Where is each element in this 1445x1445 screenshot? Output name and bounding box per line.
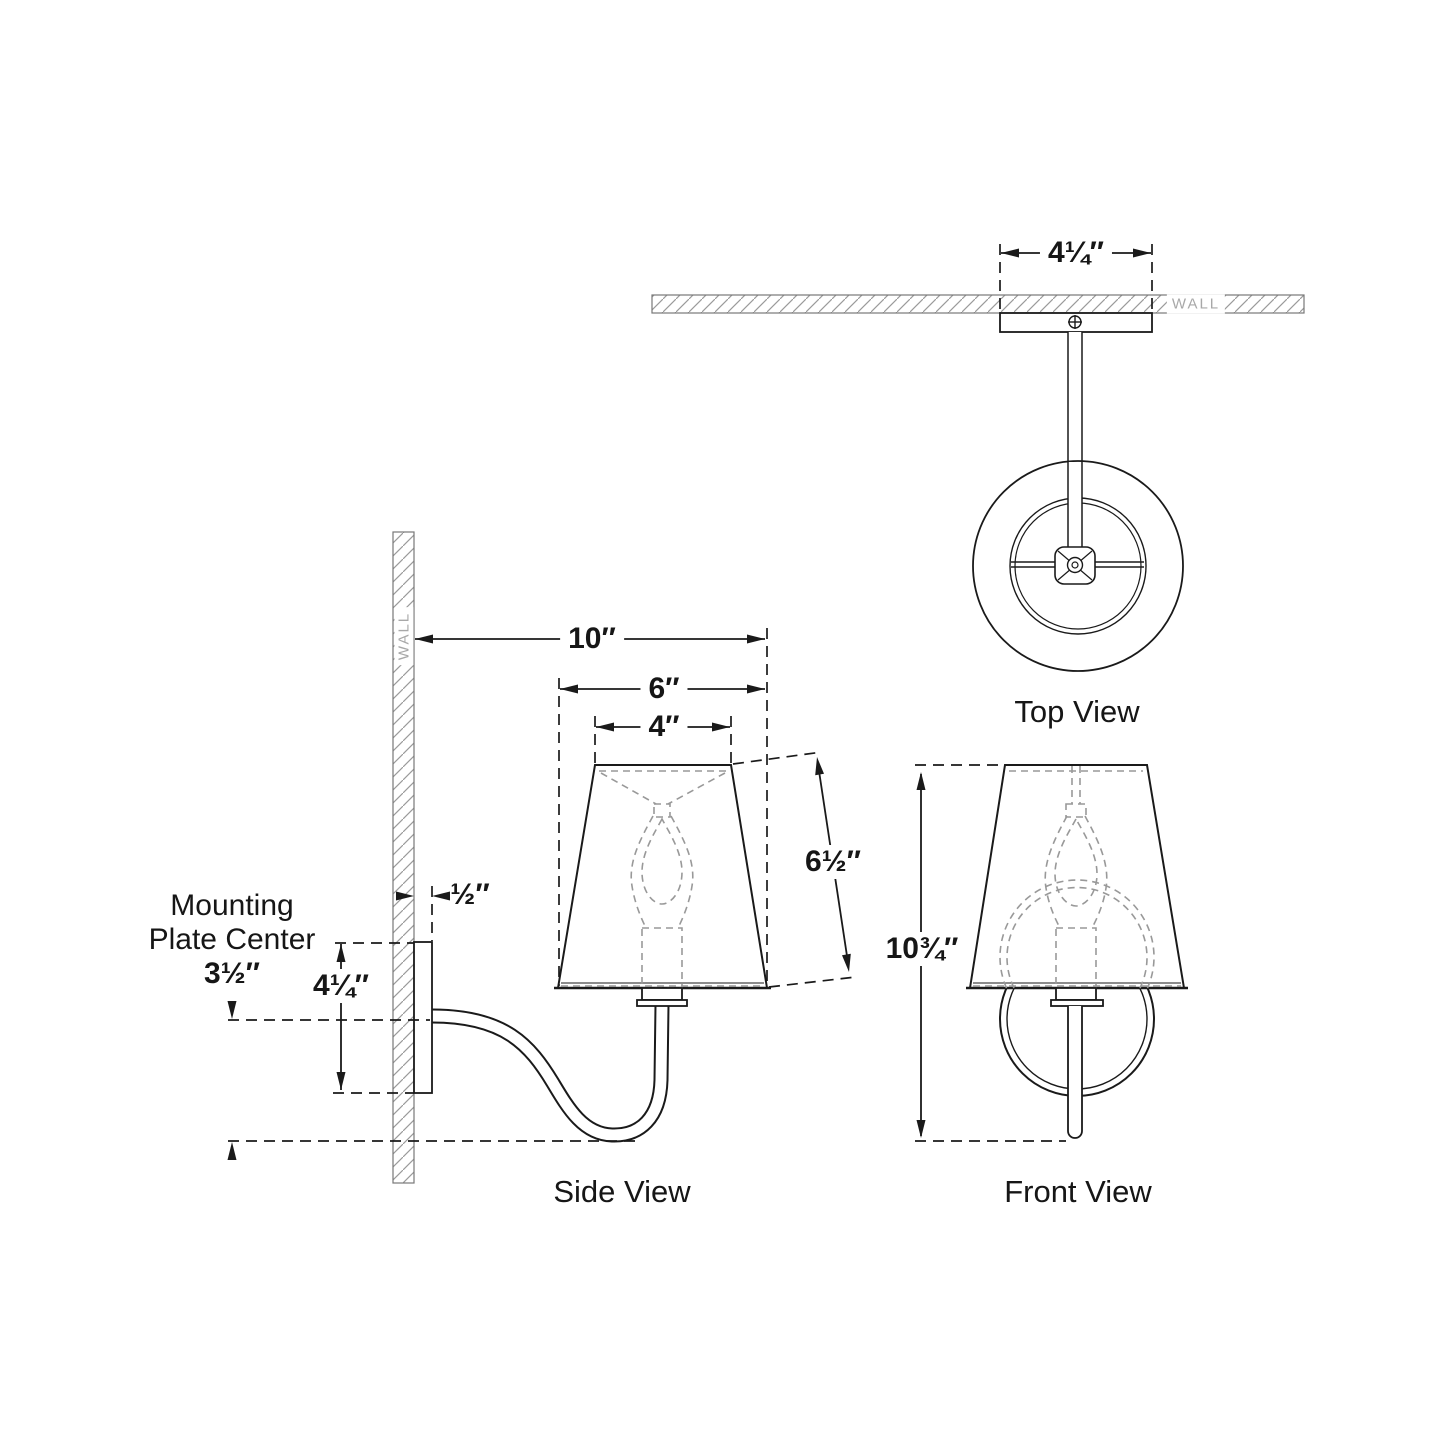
side-dim-shade-bottom-label: 6″ bbox=[640, 672, 688, 706]
front-shade bbox=[968, 764, 1186, 989]
mounting-note-line1: Mounting bbox=[170, 889, 294, 922]
arrow-down bbox=[916, 1120, 926, 1138]
side-wall-label: WALL bbox=[394, 606, 414, 666]
side-shade bbox=[556, 764, 769, 989]
side-view-caption: Side View bbox=[553, 1174, 691, 1209]
side-dim-slant-label: 6½″ bbox=[796, 845, 870, 879]
side-mounting-plate bbox=[413, 941, 433, 1094]
side-dim-center-to-bottom-label: 3½″ bbox=[203, 957, 261, 990]
top-stem-upper bbox=[1067, 332, 1083, 462]
side-view-drawing bbox=[227, 531, 857, 1184]
mounting-note-line2: Plate Center bbox=[148, 923, 316, 956]
front-dim-height-label: 10¾″ bbox=[877, 932, 967, 966]
arrow-up bbox=[916, 772, 926, 790]
side-candle-cup bbox=[636, 987, 688, 1007]
arrow-left bbox=[1001, 248, 1019, 258]
side-dim-projection-label: 10″ bbox=[560, 622, 624, 656]
mounting-plate-note: Mounting Plate Center 3½″ bbox=[149, 889, 316, 991]
front-view-caption: Front View bbox=[1004, 1174, 1152, 1209]
front-hidden-internals bbox=[973, 766, 1181, 989]
top-dim-plate-width-label: 4¼″ bbox=[1039, 236, 1113, 270]
top-stem-inner bbox=[1067, 461, 1083, 548]
top-wall-hatch bbox=[651, 294, 1305, 314]
top-wall-label: WALL bbox=[1166, 294, 1226, 314]
arrow-right bbox=[1133, 248, 1151, 258]
top-hub bbox=[1054, 546, 1096, 585]
top-view-drawing bbox=[651, 244, 1305, 672]
side-dim-witness-lines bbox=[228, 628, 857, 1142]
side-hidden-internals bbox=[561, 770, 764, 989]
screw-icon bbox=[1068, 315, 1082, 329]
side-arm bbox=[431, 1004, 670, 1143]
side-dim-shade-top-label: 4″ bbox=[640, 710, 688, 744]
side-dim-arrows bbox=[227, 634, 851, 1160]
front-stem bbox=[1067, 1006, 1083, 1139]
front-candle-cup bbox=[1050, 987, 1104, 1007]
side-dim-plate-offset-label: ½″ bbox=[450, 878, 490, 911]
front-view-drawing bbox=[915, 764, 1188, 1142]
top-view-caption: Top View bbox=[1014, 694, 1140, 729]
top-dim-witness-lines bbox=[999, 244, 1153, 312]
front-dim-witness-lines bbox=[915, 764, 1066, 1142]
side-dim-plate-height-label: 4¼″ bbox=[304, 969, 378, 1003]
